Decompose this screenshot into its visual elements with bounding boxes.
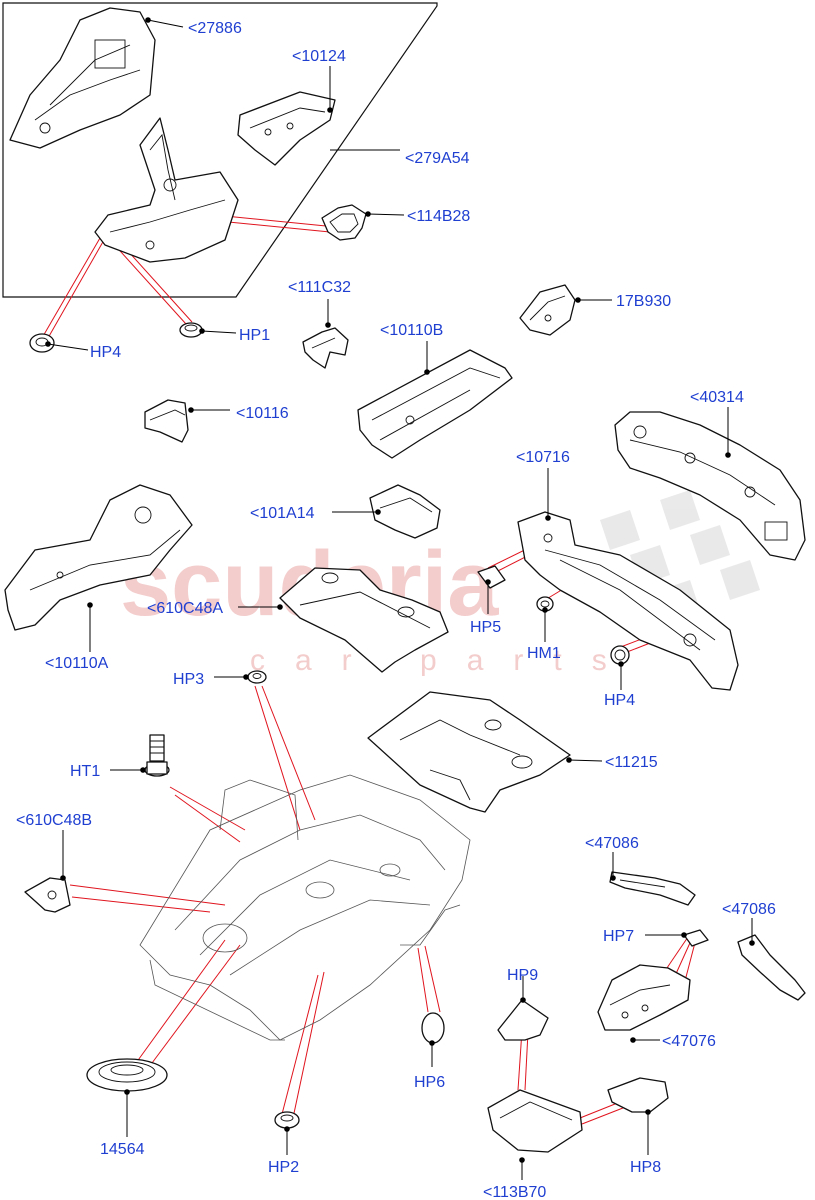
floor-assembly <box>139 774 471 1041</box>
callout-hp4-top[interactable]: HP4 <box>90 344 121 361</box>
callout-279A54[interactable]: <279A54 <box>405 150 470 167</box>
assembly-enclosure <box>2 2 438 298</box>
callout-hm1[interactable]: HM1 <box>527 645 561 662</box>
part-10716[interactable] <box>517 511 739 691</box>
part-113B70[interactable] <box>487 1089 583 1153</box>
callout-10110B[interactable]: <10110B <box>380 322 443 339</box>
callout-101A14[interactable]: <101A14 <box>250 505 315 522</box>
callout-hp2[interactable]: HP2 <box>268 1159 299 1176</box>
callout-47076[interactable]: <47076 <box>662 1033 716 1050</box>
part-47086-upper[interactable] <box>609 871 696 906</box>
part-ht1[interactable] <box>144 734 170 777</box>
part-10116[interactable] <box>144 399 189 443</box>
part-10110B[interactable] <box>357 349 513 459</box>
part-hp2[interactable] <box>274 1111 300 1129</box>
callout-labels: <27886 <10124 <279A54 <114B28 <111C32 17… <box>16 20 776 1200</box>
callout-hp1[interactable]: HP1 <box>239 327 270 344</box>
callout-47086-upper[interactable]: <47086 <box>585 835 639 852</box>
part-111C32[interactable] <box>302 327 349 369</box>
callout-114B28[interactable]: <114B28 <box>407 208 470 225</box>
part-114B28[interactable] <box>321 204 367 241</box>
part-hp7[interactable] <box>683 929 709 947</box>
part-14564[interactable] <box>86 1058 168 1092</box>
callout-hp4-right[interactable]: HP4 <box>604 692 635 709</box>
callout-ht1[interactable]: HT1 <box>70 763 100 780</box>
part-27886[interactable] <box>9 7 156 149</box>
callout-113B70[interactable]: <113B70 <box>483 1184 546 1200</box>
callout-27886[interactable]: <27886 <box>188 20 242 37</box>
part-40314[interactable] <box>614 411 806 561</box>
callout-hp7[interactable]: HP7 <box>603 928 634 945</box>
part-hm1[interactable] <box>536 596 554 612</box>
part-610C48A[interactable] <box>279 567 449 673</box>
callout-11215[interactable]: <11215 <box>605 754 658 771</box>
part-47086-right[interactable] <box>737 934 806 1001</box>
part-hp4-right[interactable] <box>610 645 630 665</box>
callout-10116[interactable]: <10116 <box>236 405 289 422</box>
part-610C48B[interactable] <box>24 877 71 913</box>
callout-14564[interactable]: 14564 <box>100 1141 145 1158</box>
callout-111C32[interactable]: <111C32 <box>288 279 351 296</box>
watermark-sub: car parts <box>250 644 637 677</box>
part-10124[interactable] <box>237 91 336 166</box>
callout-40314[interactable]: <40314 <box>690 389 744 406</box>
callout-hp9[interactable]: HP9 <box>507 967 538 984</box>
callout-hp8[interactable]: HP8 <box>630 1159 661 1176</box>
callout-hp3[interactable]: HP3 <box>173 671 204 688</box>
callout-hp6[interactable]: HP6 <box>414 1074 445 1091</box>
callout-10110A[interactable]: <10110A <box>45 655 109 672</box>
callout-17B930[interactable]: 17B930 <box>616 293 671 310</box>
part-hp4-top[interactable] <box>29 333 55 353</box>
callout-10716[interactable]: <10716 <box>516 449 570 466</box>
callout-47086-right[interactable]: <47086 <box>722 901 776 918</box>
callout-10124[interactable]: <10124 <box>292 48 346 65</box>
part-hp6[interactable] <box>421 1012 445 1044</box>
part-hp1[interactable] <box>179 322 203 338</box>
callout-610C48A[interactable]: <610C48A <box>147 600 223 617</box>
callout-leaders <box>45 17 755 1180</box>
part-hp3[interactable] <box>247 670 267 684</box>
part-279A54[interactable] <box>94 117 239 263</box>
part-101A14[interactable] <box>369 484 441 539</box>
part-11215[interactable] <box>367 691 571 813</box>
part-hp9[interactable] <box>497 999 549 1041</box>
callout-610C48B[interactable]: <610C48B <box>16 812 92 829</box>
callout-hp5[interactable]: HP5 <box>470 619 501 636</box>
red-leader-lines <box>41 211 698 1125</box>
part-hp8[interactable] <box>607 1077 669 1113</box>
part-17B930[interactable] <box>519 284 576 336</box>
part-47076[interactable] <box>597 964 691 1031</box>
part-10110A[interactable] <box>4 484 193 631</box>
